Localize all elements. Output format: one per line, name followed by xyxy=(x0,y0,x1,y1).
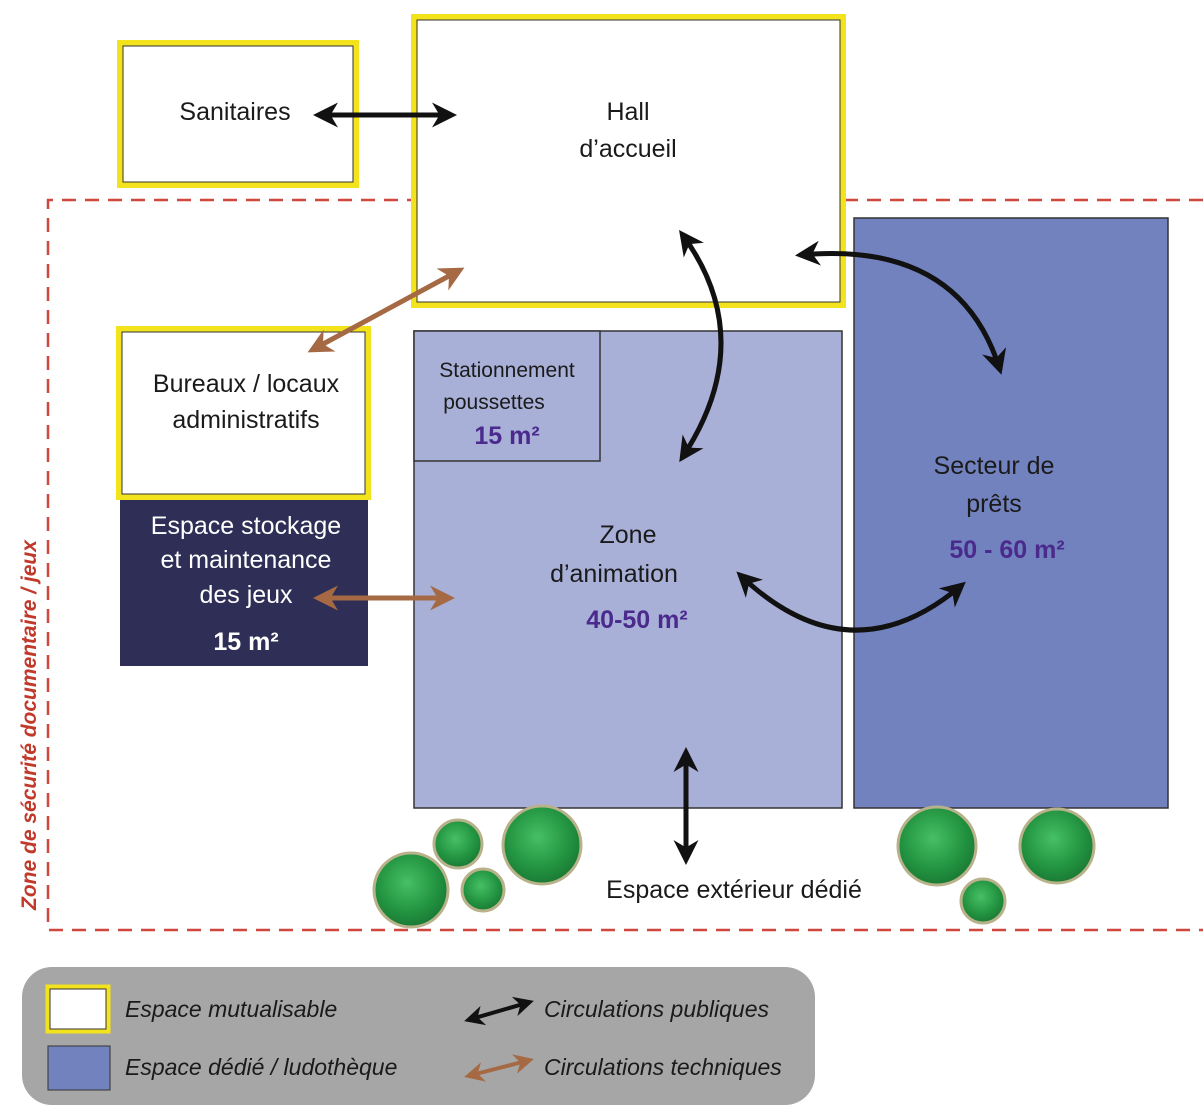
legend-swatch-mutualisable xyxy=(45,984,111,1034)
legend-techniques-label: Circulations techniques xyxy=(544,1054,782,1080)
tree-icon xyxy=(432,818,484,870)
stationnement-label-line2: poussettes xyxy=(443,391,545,414)
animation-area: 40-50 m² xyxy=(586,606,687,634)
tree-icon xyxy=(959,877,1007,925)
arrow-bureaux-hall xyxy=(307,267,465,353)
prets-label-line2: prêts xyxy=(966,490,1022,518)
stationnement-area: 15 m² xyxy=(474,422,539,450)
bureaux-label-line2: administratifs xyxy=(172,406,319,434)
legend-swatch-dedie xyxy=(47,1045,111,1091)
tree-icon xyxy=(460,867,506,913)
tree-icon xyxy=(896,805,978,887)
tree-icon xyxy=(372,851,450,929)
stockage-room xyxy=(120,500,368,666)
legend: Espace mutualisable Espace dédié / ludot… xyxy=(22,967,815,1105)
stationnement-room xyxy=(413,330,601,462)
stockage-label-line2: et maintenance xyxy=(161,546,332,574)
legend-tech-arrow-icon xyxy=(464,1054,534,1082)
hall-label-line1: Hall xyxy=(606,98,649,126)
arrow-hall-prets xyxy=(795,240,1007,375)
stockage-area: 15 m² xyxy=(213,628,278,656)
exterieur-label: Espace extérieur dédié xyxy=(606,876,862,904)
trees xyxy=(372,804,1096,929)
stockage-label-line3: des jeux xyxy=(199,581,293,609)
sanitaires-label: Sanitaires xyxy=(179,98,290,126)
tree-icon xyxy=(1018,807,1096,885)
stockage-label-line1: Espace stockage xyxy=(151,512,341,540)
legend-publiques-label: Circulations publiques xyxy=(544,996,770,1022)
legend-dedie-label: Espace dédié / ludothèque xyxy=(125,1054,397,1080)
animation-label-line2: d’animation xyxy=(550,560,678,588)
tree-icon xyxy=(501,804,583,886)
security-zone-label: Zone de sécurité documentaire / jeux xyxy=(18,539,41,911)
prets-area: 50 - 60 m² xyxy=(949,536,1064,564)
legend-mutualisable-label: Espace mutualisable xyxy=(125,996,337,1022)
legend-public-arrow-icon xyxy=(464,996,534,1026)
animation-label-line1: Zone xyxy=(600,521,657,549)
hall-label-line2: d’accueil xyxy=(579,135,676,163)
bureaux-room xyxy=(116,326,371,500)
legend-background xyxy=(22,967,815,1105)
bureaux-label-line1: Bureaux / locaux xyxy=(153,370,340,398)
arrow-hall-animation xyxy=(679,229,724,463)
hall-room xyxy=(411,14,846,308)
stationnement-label-line1: Stationnement xyxy=(439,359,575,382)
arrow-animation-prets xyxy=(736,571,966,633)
prets-label-line1: Secteur de xyxy=(934,452,1055,480)
